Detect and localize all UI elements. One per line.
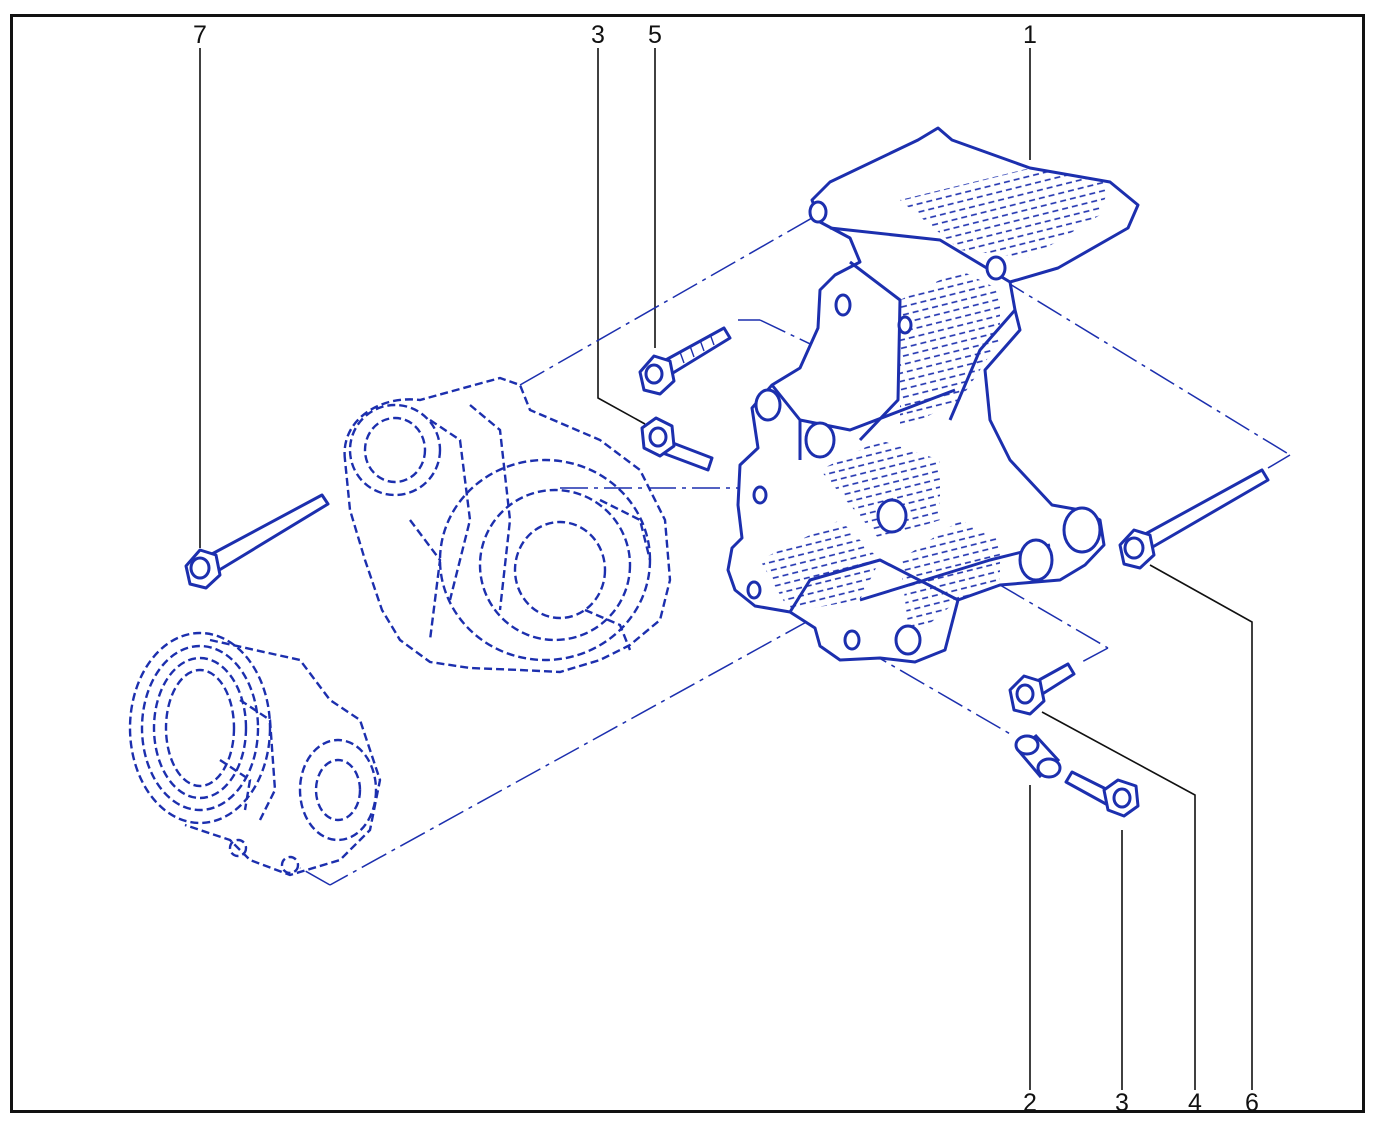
leader-6 bbox=[1149, 564, 1253, 1090]
leader-4 bbox=[1041, 711, 1196, 1090]
bolt-4 bbox=[1008, 662, 1076, 716]
long-bolt-6 bbox=[1118, 468, 1270, 570]
callout-5: 5 bbox=[648, 21, 662, 49]
bracket-bosses bbox=[746, 200, 1102, 656]
leader-lines bbox=[199, 48, 1253, 1090]
compressor-ghost bbox=[128, 631, 382, 877]
callout-3-bottom: 3 bbox=[1115, 1089, 1129, 1117]
callout-1: 1 bbox=[1023, 21, 1037, 49]
long-bolt-7 bbox=[184, 493, 330, 590]
alternator-ghost bbox=[343, 376, 672, 674]
callout-4: 4 bbox=[1188, 1089, 1202, 1117]
callout-2: 2 bbox=[1023, 1089, 1037, 1117]
bolt-3-top bbox=[640, 416, 714, 472]
bolt-3-bottom bbox=[1064, 770, 1140, 818]
callout-3-top: 3 bbox=[591, 21, 605, 49]
spacer-2 bbox=[1014, 733, 1062, 779]
callout-6: 6 bbox=[1245, 1089, 1259, 1117]
leader-3-top bbox=[597, 48, 646, 425]
bracket-hatching bbox=[760, 168, 1110, 640]
assembly-center-lines bbox=[299, 217, 1291, 886]
callout-7: 7 bbox=[193, 21, 207, 49]
bolt-5 bbox=[638, 326, 732, 396]
